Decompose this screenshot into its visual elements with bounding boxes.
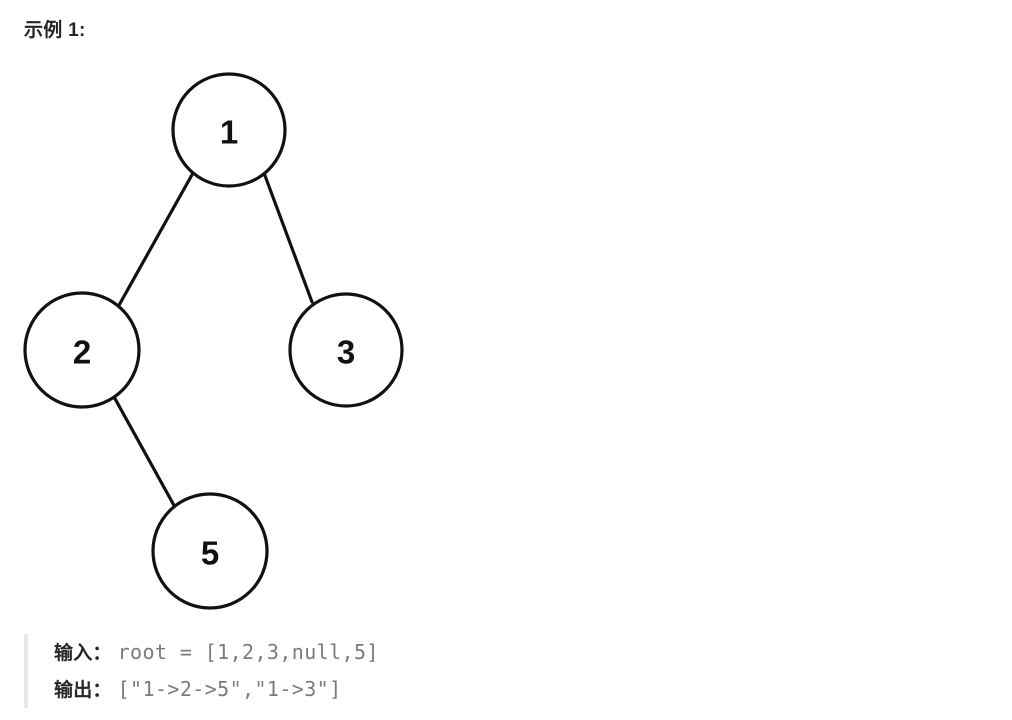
output-line: 输出： ["1->2->5","1->3"]	[54, 671, 624, 708]
node-circle-left-right	[151, 492, 269, 610]
input-value: root = [1,2,3,null,5]	[117, 640, 379, 664]
node-circle-left	[23, 291, 141, 409]
edge-root-to-right	[262, 171, 314, 304]
node-label-root: 1	[220, 114, 238, 151]
input-label: 输入：	[54, 643, 112, 664]
node-label-right: 3	[337, 334, 355, 371]
output-label: 输出：	[54, 680, 112, 701]
page-title: 示例 1:	[24, 20, 86, 41]
tree-node-left-right: 5	[151, 492, 269, 610]
tree-edges	[111, 171, 314, 511]
input-line: 输入： root = [1,2,3,null,5]	[54, 634, 624, 671]
example-io-blockquote: 输入： root = [1,2,3,null,5] 输出： ["1->2->5"…	[24, 634, 624, 708]
output-value: ["1->2->5","1->3"]	[117, 677, 342, 701]
node-label-left-right: 5	[201, 535, 219, 572]
node-circle-right	[288, 292, 404, 408]
tree-node-left: 2	[23, 291, 141, 409]
tree-svg: 1 2 3 5	[23, 72, 404, 610]
node-circle-root	[171, 72, 287, 188]
node-label-left: 2	[73, 334, 91, 371]
edge-left-to-left-right	[111, 393, 178, 511]
edge-root-to-left	[116, 171, 195, 309]
tree-node-right: 3	[288, 292, 404, 408]
tree-node-root: 1	[171, 72, 287, 188]
binary-tree-figure: 1 2 3 5	[0, 55, 460, 625]
